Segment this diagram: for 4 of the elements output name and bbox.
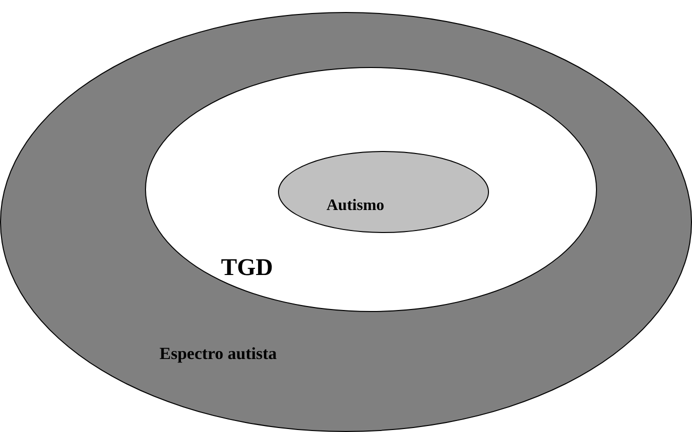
outer-ellipse [0,12,692,432]
ellipse-label: Espectro autista [160,344,277,364]
ellipse-label: Autismo [326,196,384,214]
ellipse-label: TGD [221,255,274,282]
